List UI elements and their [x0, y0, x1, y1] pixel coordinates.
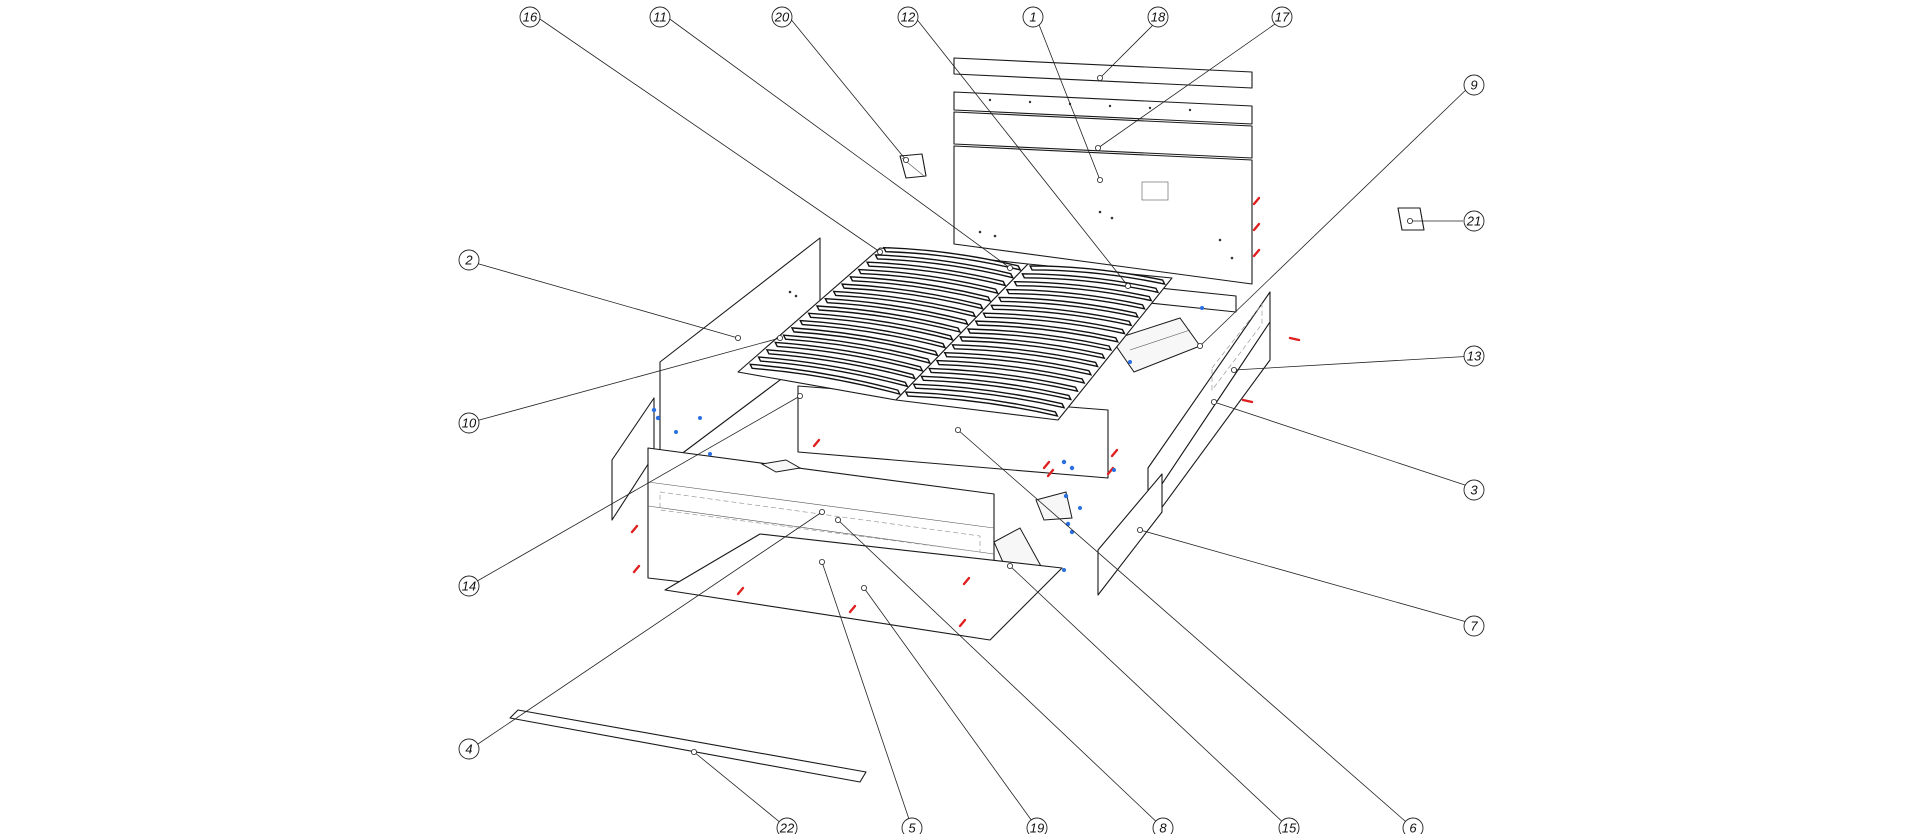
slat [849, 276, 992, 302]
svg-text:18: 18 [1151, 10, 1166, 25]
svg-text:10: 10 [462, 416, 477, 431]
slat [1013, 280, 1153, 302]
headboard-recess [1141, 181, 1169, 201]
svg-text:19: 19 [1030, 821, 1044, 834]
callout-9: 9 [1463, 74, 1485, 96]
headboard-panel-middle [953, 111, 1253, 159]
slat [765, 348, 917, 380]
slat [790, 327, 939, 357]
callout-15: 15 [1278, 817, 1300, 834]
slat [997, 296, 1140, 319]
callout-19: 19 [1026, 817, 1048, 834]
svg-text:11: 11 [653, 10, 667, 25]
callout-10: 10 [458, 412, 480, 434]
anchor-dots [691, 75, 1414, 756]
callout-17: 17 [1271, 6, 1293, 28]
headboard-top-rail [953, 57, 1253, 89]
svg-text:3: 3 [1470, 483, 1478, 498]
svg-text:21: 21 [1466, 214, 1481, 229]
slat [935, 359, 1086, 384]
slat [748, 363, 902, 396]
callout-12: 12 [897, 6, 919, 28]
callout-13: 13 [1463, 345, 1485, 367]
slat [882, 246, 1022, 271]
slat [1028, 265, 1166, 286]
callout-18: 18 [1147, 6, 1169, 28]
callout-7: 7 [1463, 615, 1485, 637]
svg-text:8: 8 [1159, 821, 1167, 834]
svg-text:15: 15 [1282, 821, 1297, 834]
right-front-panel-shape [1097, 473, 1163, 596]
footboard-bracket-left [760, 459, 802, 473]
slat [874, 254, 1015, 279]
slat [982, 312, 1126, 335]
trim-strip [509, 709, 867, 783]
leader-lines [471, 16, 1475, 829]
slats [748, 246, 1166, 417]
svg-text:9: 9 [1470, 78, 1477, 93]
svg-text:16: 16 [523, 10, 538, 25]
svg-text:5: 5 [908, 821, 916, 834]
slat [920, 375, 1073, 401]
callout-22: 22 [776, 817, 798, 834]
svg-text:22: 22 [779, 821, 795, 834]
slat [840, 283, 984, 310]
slat [990, 304, 1133, 327]
slat [774, 341, 924, 372]
callout-14: 14 [458, 575, 480, 597]
trim-strip-shape [509, 709, 867, 783]
callout-8: 8 [1152, 817, 1174, 834]
slat [943, 351, 1093, 376]
svg-text:20: 20 [774, 10, 790, 25]
callout-3: 3 [1463, 479, 1485, 501]
svg-text:7: 7 [1470, 619, 1478, 634]
fasteners-blue [651, 306, 1204, 572]
slatted-frames [737, 246, 1173, 421]
callout-16: 16 [519, 6, 541, 28]
slat [824, 297, 969, 326]
callout-4: 4 [458, 738, 480, 760]
slat [966, 328, 1113, 351]
slat [799, 319, 947, 349]
slat [757, 356, 909, 388]
callout-5: 5 [901, 817, 923, 834]
slat [904, 391, 1059, 417]
callout-6: 6 [1402, 817, 1424, 834]
slat [1021, 273, 1160, 294]
fasteners-red [630, 438, 1119, 628]
svg-text:2: 2 [464, 253, 473, 268]
headboard-panel-main [953, 145, 1253, 285]
svg-text:1: 1 [1029, 10, 1036, 25]
callout-2: 2 [458, 249, 480, 271]
headboard-assembly [953, 57, 1261, 285]
svg-text:12: 12 [901, 10, 916, 25]
svg-text:13: 13 [1467, 349, 1482, 364]
slat [959, 336, 1106, 360]
svg-text:4: 4 [465, 742, 472, 757]
slat [807, 312, 954, 341]
callout-20: 20 [771, 6, 793, 28]
headboard-panel-top [953, 91, 1253, 125]
slat [782, 334, 932, 365]
slat [865, 261, 1007, 287]
slat [857, 268, 999, 295]
center-lift-bracket [1035, 491, 1073, 521]
callout-1: 1 [1022, 6, 1044, 28]
slat [912, 383, 1066, 409]
svg-text:17: 17 [1275, 10, 1290, 25]
right-front-panel [1097, 473, 1163, 596]
svg-text:14: 14 [462, 579, 476, 594]
slat [928, 367, 1079, 393]
slat [1005, 288, 1146, 310]
callout-21: 21 [1463, 210, 1485, 232]
right-side-rail [1147, 291, 1301, 511]
slat [815, 305, 962, 334]
callouts: 16 11 20 12 1 18 17 9 21 2 13 10 3 14 7 … [458, 6, 1485, 834]
slat [951, 344, 1099, 368]
callout-11: 11 [649, 6, 671, 28]
slat [832, 290, 977, 318]
slat [974, 320, 1119, 343]
svg-text:6: 6 [1409, 821, 1417, 834]
